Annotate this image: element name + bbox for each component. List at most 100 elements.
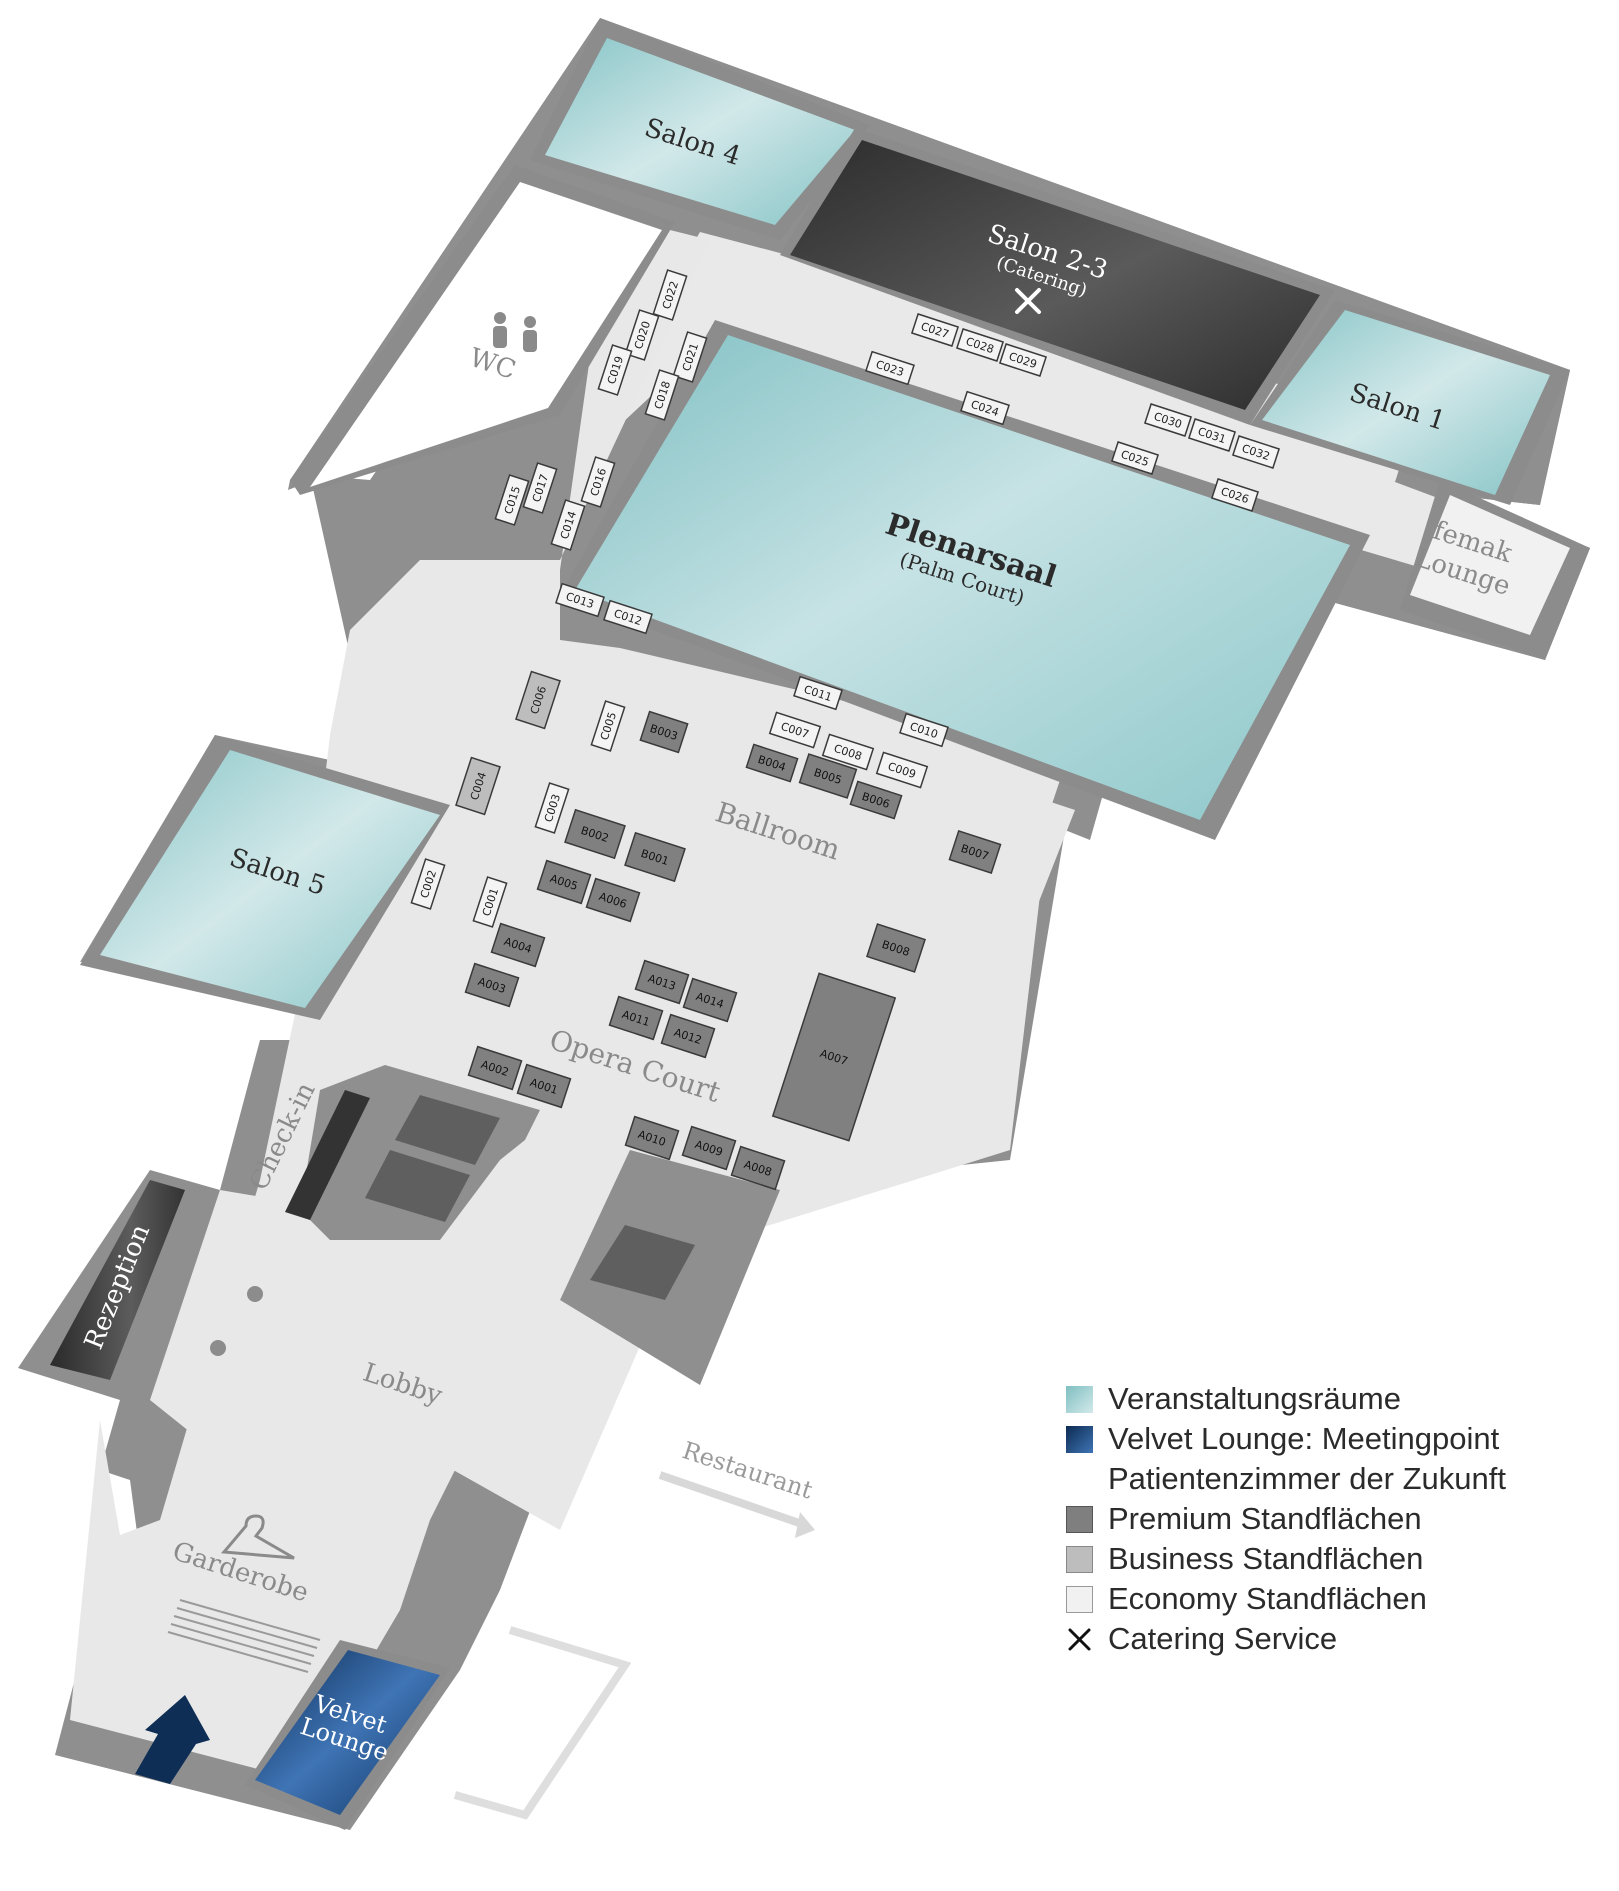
booth-c001[interactable]: C001 bbox=[472, 876, 508, 928]
booth-c020[interactable]: C020 bbox=[624, 309, 660, 361]
booth-box bbox=[590, 700, 626, 752]
booth-box bbox=[410, 858, 446, 910]
legend-item-economy: Economy Standflächen bbox=[1066, 1582, 1586, 1622]
booth-c018[interactable]: C018 bbox=[644, 369, 680, 421]
booth-a012[interactable]: A012 bbox=[660, 1013, 716, 1059]
booth-c006[interactable]: C006 bbox=[515, 670, 561, 730]
booth-box bbox=[455, 756, 501, 816]
wc-room bbox=[290, 165, 675, 495]
booth-c007[interactable]: C007 bbox=[768, 711, 822, 749]
booth-c009[interactable]: C009 bbox=[875, 751, 929, 789]
booth-a005[interactable]: A005 bbox=[536, 859, 592, 905]
booth-b007[interactable]: B007 bbox=[948, 829, 1002, 875]
booth-box bbox=[849, 780, 903, 820]
booth-c013[interactable]: C013 bbox=[555, 582, 605, 618]
booth-box bbox=[910, 313, 960, 347]
restroom-icon bbox=[493, 312, 537, 352]
booth-b004[interactable]: B004 bbox=[745, 743, 799, 783]
booth-c014[interactable]: C014 bbox=[550, 499, 586, 551]
booth-c028[interactable]: C028 bbox=[955, 328, 1005, 362]
booth-a008[interactable]: A008 bbox=[730, 1145, 786, 1191]
booth-c002[interactable]: C002 bbox=[410, 858, 446, 910]
booth-c015[interactable]: C015 bbox=[494, 474, 530, 526]
booth-c008[interactable]: C008 bbox=[821, 733, 875, 771]
lobby-premium-blocks bbox=[300, 1065, 780, 1385]
booth-c017[interactable]: C017 bbox=[522, 462, 558, 514]
booth-box bbox=[672, 331, 708, 383]
salon-1: Salon 1 bbox=[1250, 300, 1570, 505]
booth-a006[interactable]: A006 bbox=[585, 877, 641, 923]
booth-c005[interactable]: C005 bbox=[590, 700, 626, 752]
booth-a014[interactable]: A014 bbox=[682, 977, 738, 1023]
booth-box bbox=[899, 712, 949, 748]
booth-a007[interactable]: A007 bbox=[771, 972, 897, 1142]
entrance-arrow-icon bbox=[135, 1695, 210, 1784]
salon-5: Salon 5 bbox=[80, 735, 450, 1020]
booth-b005[interactable]: B005 bbox=[798, 753, 858, 799]
booth-c016[interactable]: C016 bbox=[580, 456, 616, 508]
booth-box bbox=[516, 1063, 572, 1109]
booth-c021[interactable]: C021 bbox=[672, 331, 708, 383]
booth-c003[interactable]: C003 bbox=[534, 782, 570, 834]
legend-label-business: Business Standflächen bbox=[1108, 1541, 1424, 1576]
velvet-lounge: Velvet Lounge bbox=[245, 1640, 450, 1830]
booth-a002[interactable]: A002 bbox=[467, 1045, 523, 1091]
booth-box bbox=[682, 977, 738, 1023]
legend-swatch-velvet bbox=[1066, 1426, 1093, 1453]
booth-box bbox=[555, 582, 605, 618]
booth-a001[interactable]: A001 bbox=[516, 1063, 572, 1109]
booth-a011[interactable]: A011 bbox=[608, 995, 664, 1041]
legend-swatch-premium bbox=[1066, 1506, 1093, 1533]
booth-c026[interactable]: C026 bbox=[1210, 478, 1260, 512]
booth-box bbox=[634, 959, 690, 1005]
booth-box bbox=[585, 877, 641, 923]
booth-box bbox=[771, 972, 897, 1142]
booth-c011[interactable]: C011 bbox=[793, 675, 843, 711]
booth-c023[interactable]: C023 bbox=[865, 350, 915, 386]
booth-a010[interactable]: A010 bbox=[624, 1115, 680, 1161]
booth-box bbox=[865, 350, 915, 386]
booth-c031[interactable]: C031 bbox=[1187, 418, 1237, 452]
legend-label-premium: Premium Standflächen bbox=[1108, 1501, 1422, 1536]
booth-c022[interactable]: C022 bbox=[652, 269, 688, 321]
booth-a004[interactable]: A004 bbox=[490, 922, 546, 968]
booth-box bbox=[1143, 403, 1193, 437]
booth-b006[interactable]: B006 bbox=[849, 780, 903, 820]
booth-b001[interactable]: B001 bbox=[624, 831, 686, 883]
booth-a013[interactable]: A013 bbox=[634, 959, 690, 1005]
booth-box bbox=[515, 670, 561, 730]
booth-a009[interactable]: A009 bbox=[681, 1125, 737, 1171]
booth-box bbox=[1110, 441, 1160, 475]
booth-c004[interactable]: C004 bbox=[455, 756, 501, 816]
legend-label-event-rooms: Veranstaltungsräume bbox=[1108, 1381, 1401, 1416]
booth-c025[interactable]: C025 bbox=[1110, 441, 1160, 475]
stairs bbox=[167, 1599, 321, 1673]
booth-c032[interactable]: C032 bbox=[1231, 435, 1281, 469]
booth-box bbox=[768, 711, 822, 749]
booth-a003[interactable]: A003 bbox=[464, 962, 520, 1008]
booth-box bbox=[960, 390, 1010, 426]
booth-box bbox=[550, 499, 586, 551]
booth-box bbox=[652, 269, 688, 321]
booth-c010[interactable]: C010 bbox=[899, 712, 949, 748]
booth-b002[interactable]: B002 bbox=[564, 808, 626, 860]
booth-c024[interactable]: C024 bbox=[960, 390, 1010, 426]
booth-c030[interactable]: C030 bbox=[1143, 403, 1193, 437]
booth-b008[interactable]: B008 bbox=[866, 923, 926, 973]
booth-box bbox=[494, 474, 530, 526]
legend-item-business: Business Standflächen bbox=[1066, 1542, 1586, 1582]
booth-c029[interactable]: C029 bbox=[998, 343, 1048, 377]
booth-c012[interactable]: C012 bbox=[603, 599, 653, 635]
booth-box bbox=[564, 808, 626, 860]
booth-box bbox=[660, 1013, 716, 1059]
legend-swatch-economy bbox=[1066, 1586, 1093, 1613]
booth-c019[interactable]: C019 bbox=[597, 344, 633, 396]
booth-box bbox=[955, 328, 1005, 362]
hanger-icon bbox=[220, 1514, 295, 1560]
lobby: Lobby bbox=[150, 1190, 660, 1530]
booth-box bbox=[597, 344, 633, 396]
booth-c027[interactable]: C027 bbox=[910, 313, 960, 347]
salon-2-3: Salon 2-3 (Catering) bbox=[780, 128, 1335, 425]
booth-b003[interactable]: B003 bbox=[639, 710, 689, 754]
